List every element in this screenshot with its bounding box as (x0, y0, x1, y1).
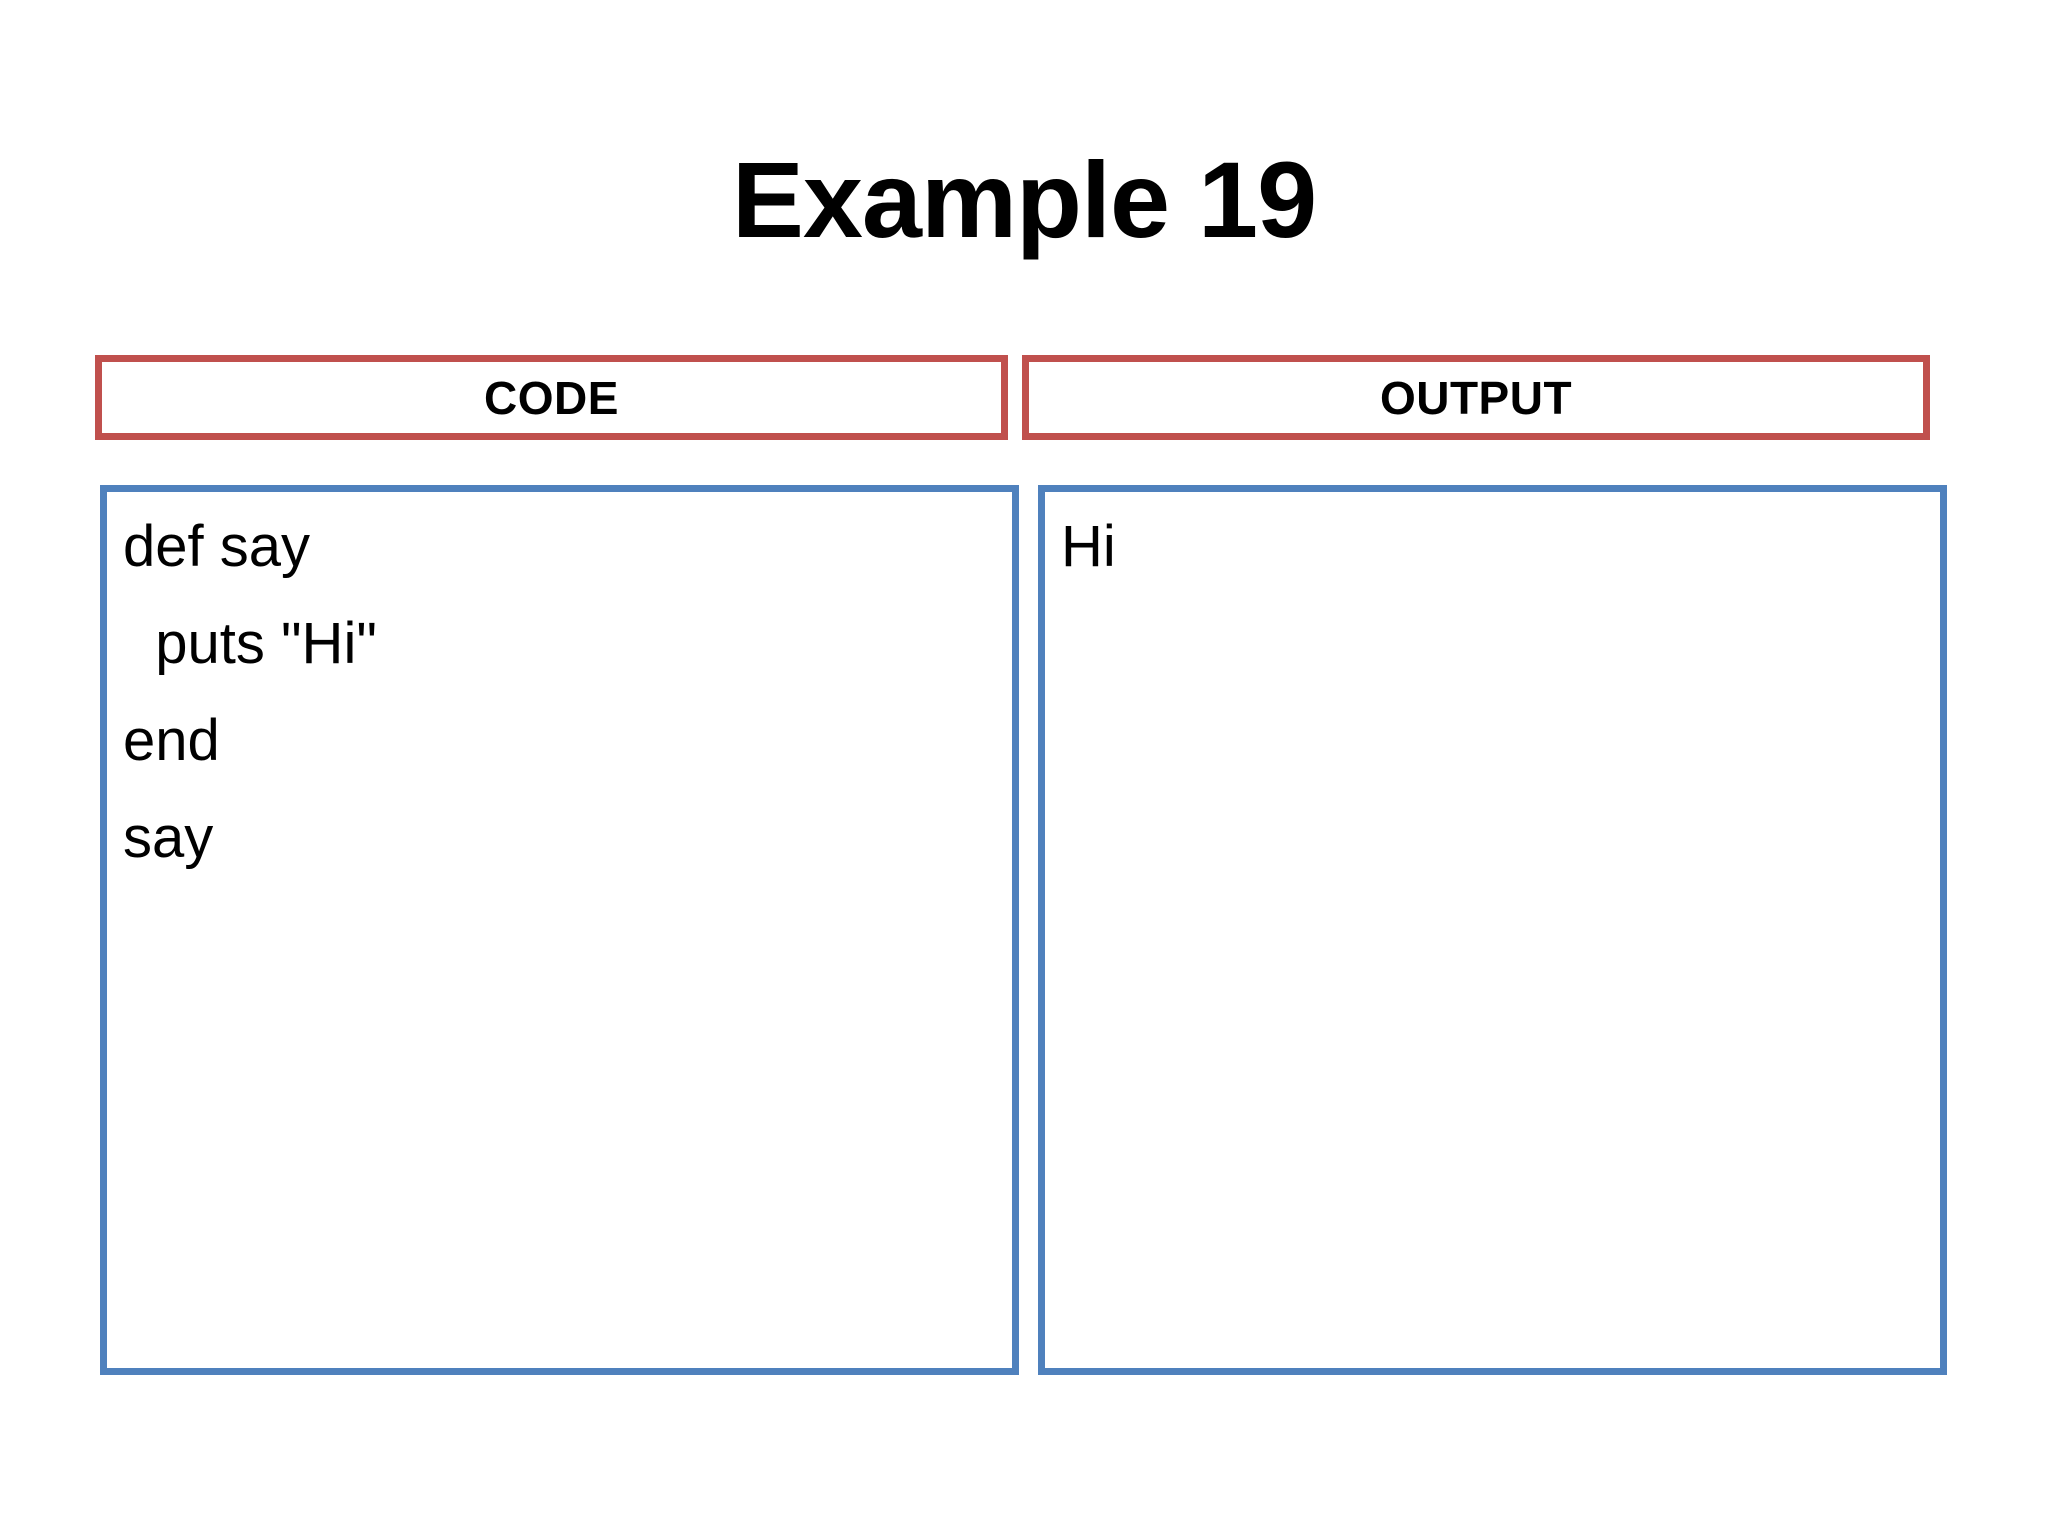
output-panel: Hi (1038, 485, 1947, 1375)
output-header-box: OUTPUT (1022, 355, 1930, 440)
code-text: def say puts "Hi" end say (123, 514, 377, 870)
slide-title: Example 19 (731, 139, 1317, 260)
code-header-box: CODE (95, 355, 1008, 440)
output-header-label: OUTPUT (1379, 371, 1573, 424)
output-text: Hi (1061, 514, 1116, 579)
code-panel: def say puts "Hi" end say (100, 485, 1019, 1375)
code-header-label: CODE (484, 371, 619, 424)
